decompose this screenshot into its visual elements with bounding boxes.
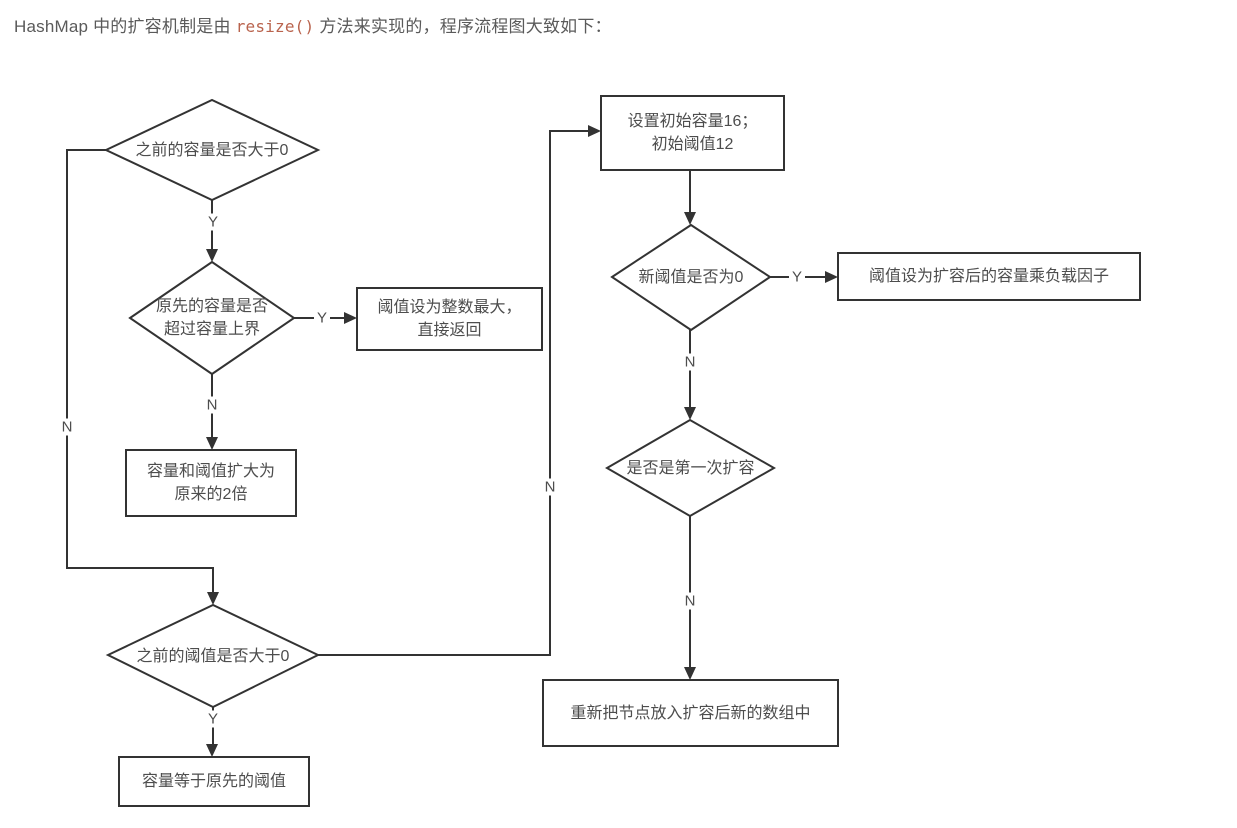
edge-label-old-threshold-no: N	[541, 478, 559, 496]
resize-code-snippet: resize()	[235, 17, 315, 36]
intro-text-after: 方法来实现的，程序流程图大致如下：	[319, 17, 612, 36]
decision-capacity-limit-shape	[128, 260, 296, 376]
process-threshold-load-factor-shape	[837, 252, 1141, 301]
process-rehash-nodes-shape	[542, 679, 839, 747]
edge-label-first-resize-no: N	[681, 592, 699, 610]
edge-label-capacity-limit-yes: Y	[313, 309, 331, 327]
arrowhead-to-set-initial-capacity	[588, 125, 601, 137]
arrowhead-to-new-threshold	[684, 212, 696, 225]
edge-label-old-capacity-no: N	[58, 418, 76, 436]
decision-new-threshold-shape	[610, 223, 772, 332]
arrowhead-to-rehash-nodes	[684, 667, 696, 680]
edge-label-old-threshold-yes: Y	[204, 710, 222, 728]
arrowhead-to-old-threshold	[207, 592, 219, 605]
process-capacity-equals-threshold-shape	[118, 756, 310, 807]
intro-text-before: HashMap 中的扩容机制是由	[14, 17, 231, 36]
process-set-initial-capacity-shape	[600, 95, 785, 171]
decision-old-capacity-shape	[103, 98, 321, 202]
decision-old-threshold-shape	[105, 603, 321, 709]
arrowhead-to-capacity-limit	[206, 249, 218, 262]
edge-old-threshold-no-line	[318, 130, 590, 656]
edge-label-new-threshold-no: N	[681, 353, 699, 371]
arrowhead-to-capacity-equals-threshold	[206, 744, 218, 757]
edge-label-capacity-limit-no: N	[203, 396, 221, 414]
decision-first-resize-shape	[605, 418, 777, 518]
arrowhead-to-set-threshold-max	[344, 312, 357, 324]
process-set-threshold-max-shape	[356, 287, 543, 351]
edge-label-new-threshold-yes: Y	[788, 268, 806, 286]
arrowhead-to-first-resize	[684, 407, 696, 420]
arrowhead-to-double-capacity	[206, 437, 218, 450]
arrowhead-to-threshold-load-factor	[825, 271, 838, 283]
edge-label-old-capacity-yes: Y	[204, 213, 222, 231]
process-double-capacity-shape	[125, 449, 297, 517]
edge-old-capacity-no-line	[66, 149, 214, 601]
